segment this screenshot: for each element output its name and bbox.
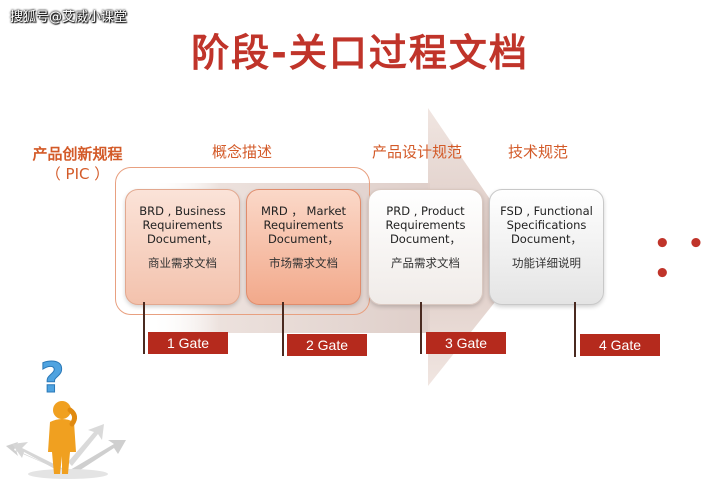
continuation-ellipsis: • • • [654,229,709,289]
doc-card-en: PRD , Product Requirements Document， [385,204,466,246]
gate-stem [420,302,422,354]
gate-stem [574,302,576,357]
gate-2: 2 Gate [287,334,367,356]
doc-card-brd: BRD , Business Requirements Document， 商业… [125,189,240,305]
doc-card-fsd: FSD , Functional Specifications Document… [489,189,604,305]
pic-label: 产品创新规程 （ PIC ） [20,144,135,184]
doc-card-en: MRD ， Market Requirements Document， [260,204,347,246]
pic-label-abbr: （ PIC ） [45,165,110,183]
svg-text:?: ? [40,353,64,402]
doc-card-mrd: MRD ， Market Requirements Document， 市场需求… [246,189,361,305]
gate-4: 4 Gate [580,334,660,356]
gate-stem [282,302,284,356]
question-mark-icon: ? [40,353,65,403]
watermark: 搜狐号@艾威小课堂 [10,10,128,25]
page-title: 阶段-关口过程文档 [191,31,529,75]
doc-card-en: FSD , Functional Specifications Document… [500,204,593,246]
doc-card-prd: PRD , Product Requirements Document， 产品需… [368,189,483,305]
stage-label-product-design: 产品设计规范 [372,143,463,161]
doc-card-en: BRD , Business Requirements Document， [139,204,226,246]
thinking-figure: ? [6,353,126,479]
doc-card-cn: 功能详细说明 [512,256,581,270]
stage-label-concept: 概念描述 [212,143,273,161]
doc-card-cn: 市场需求文档 [269,256,338,270]
person-icon [48,401,78,474]
gate-3: 3 Gate [426,332,506,354]
gate-stem [143,302,145,354]
doc-card-cn: 商业需求文档 [148,256,217,270]
crossroads-arrows-icon [6,424,126,479]
stage-label-technical: 技术规范 [508,143,569,161]
pic-label-title: 产品创新规程 [32,145,123,163]
doc-card-cn: 产品需求文档 [391,256,460,270]
gate-1: 1 Gate [148,332,228,354]
